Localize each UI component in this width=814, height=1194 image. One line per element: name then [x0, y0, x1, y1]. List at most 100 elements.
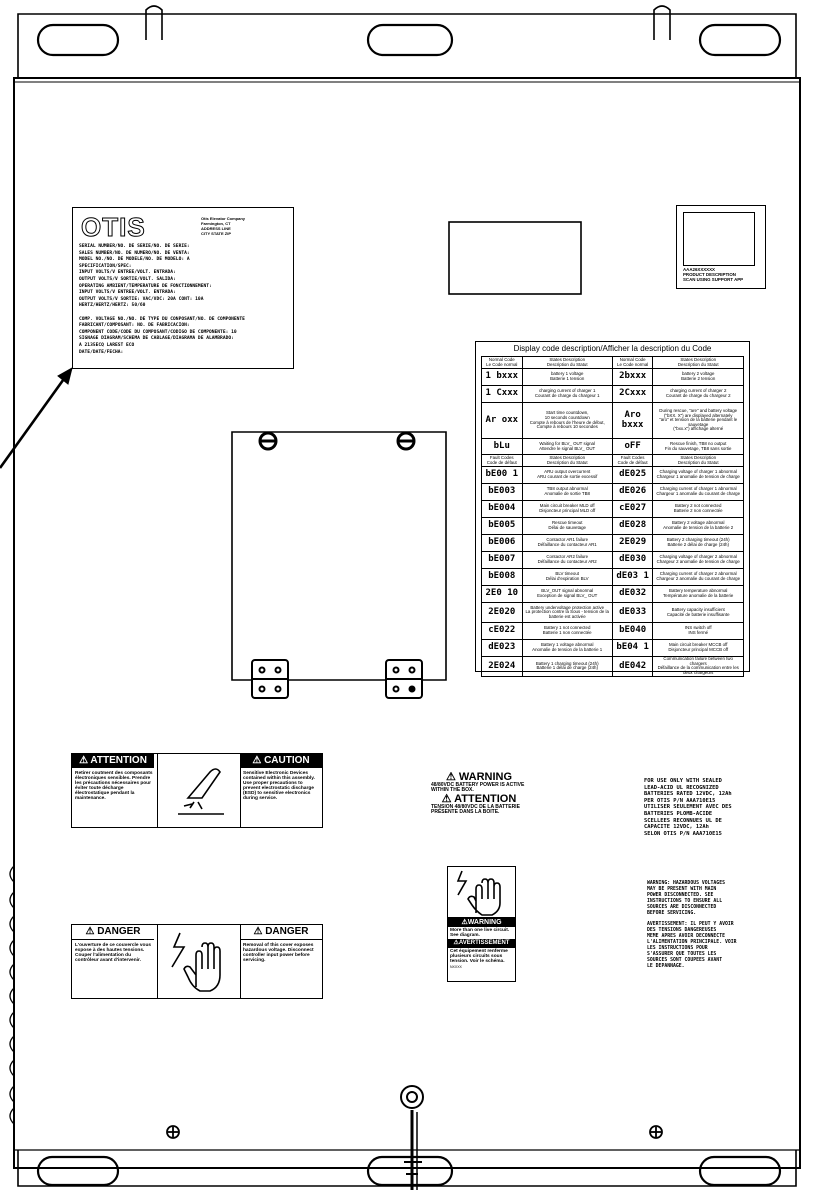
otis-logo: OTIS	[81, 212, 146, 243]
nameplate-field: COMP. VOLTAGE NO./NO. DE TYPE DU CONPOSA…	[79, 316, 245, 322]
hazard-line: WARNING: HAZARDOUS VOLTAGES	[647, 881, 725, 886]
nameplate-field: INPUT VOLTS/V ENTREE/VOLT. ENTRADA:	[79, 290, 176, 296]
display-code: 1 Cxxx	[481, 385, 523, 403]
attention-text: Retirer coutment des composants électron…	[75, 771, 153, 802]
display-code: dE025	[611, 466, 654, 484]
nameplate-field: SALES NUMBER/NO. DE NUMERO/NO. DE VENTA:	[79, 250, 190, 256]
nameplate-field: SPECIFICATION/SPEC:	[79, 263, 132, 269]
danger-header-right: ⚠ DANGER	[240, 925, 322, 940]
hazard-line: INSTRUCTIONS TO ENSURE ALL	[647, 898, 723, 904]
hazard-line: AVERTISSEMENT: IL PEUT Y AVOIR	[647, 922, 734, 928]
battery-spec-line: UTILISER SEULEMENT AVEC DES	[644, 804, 732, 811]
code-table-title: Display code description/Afficher la des…	[513, 344, 712, 353]
nameplate-field: INPUT VOLTS/V ENTREE/VOLT. ENTRADA:	[79, 270, 176, 276]
hand-warning-text: More than one live circuit. See diagram.	[450, 928, 510, 939]
battery-spec-line: BATTERIES PLOMB-ACIDE	[644, 810, 713, 817]
display-code: dE030	[611, 551, 654, 569]
nameplate-field: OPERATING AMBIENT/TEMPERATURE DE FONCTIO…	[79, 283, 212, 289]
code-description: During rescue, "are" and battery voltage…	[652, 402, 744, 439]
display-code: bE008	[481, 568, 523, 586]
code-description: Communication failure between two charge…	[652, 656, 744, 677]
qr-caption-line: AAA26XXXXXX	[683, 267, 715, 272]
warning-title: ⚠ WARNING	[445, 772, 513, 783]
top-left-slot	[36, 23, 120, 57]
leader-arrow	[0, 366, 73, 469]
danger-label: ⚠ DANGER L'ouverture de ce couvercle vou…	[71, 924, 323, 999]
display-code: oFF	[611, 438, 654, 455]
display-code: 2E0 10	[481, 585, 523, 603]
nameplate-field: FABRICANT/COMPOSANT: NO. DE FABRICACION:	[79, 323, 190, 329]
display-code: bE006	[481, 534, 523, 552]
danger-text-left: L'ouverture de ce couvercle vous expose …	[75, 943, 152, 964]
display-code: cE027	[611, 500, 654, 518]
battery-spec-line: LEAD-ACID UL RECOGNIZED	[644, 784, 719, 791]
battery-spec-line: CAPACITE 12VDC, 12Ah	[644, 824, 709, 831]
warning-title-fr: ⚠ ATTENTION	[441, 792, 517, 805]
hand-warning-text-fr: Cet équipement renferme plusieurs circui…	[450, 949, 508, 965]
display-code: dE032	[611, 585, 654, 603]
code-description: Battery 1 charging timeout (24h)Batterie…	[521, 656, 613, 677]
hazard-line: LES INSTRUCTIONS POUR	[647, 945, 708, 951]
battery-spec-line: SELON OTIS P/N AAA710E15	[644, 830, 722, 837]
danger-text-right: Removal of this cover exposes hazardous …	[243, 943, 314, 964]
qr-code-box	[683, 212, 755, 266]
display-code: bE00 1	[481, 466, 523, 484]
qr-caption-line: PRODUCT DESCRIPTION	[683, 272, 736, 278]
cover-screws	[258, 431, 416, 451]
nameplate-field: DATE/DATE/FECHA:	[79, 349, 124, 355]
ground-stud	[400, 1085, 424, 1190]
display-code: cE022	[481, 622, 523, 640]
hazard-line: POWER DISCONNECTED. SEE	[647, 892, 714, 898]
display-code: dE033	[611, 602, 654, 623]
display-code: 2E020	[481, 602, 523, 623]
nameplate-field: MODEL NO./NO. DE MODELE/NO. DE MODELO: A	[79, 257, 190, 263]
hinges	[251, 659, 423, 699]
otis-info-line: ADDRESS LINE	[201, 226, 231, 231]
top-right-hanger	[653, 5, 671, 40]
display-code: 1 bxxx	[481, 368, 523, 386]
danger-header-left: ⚠ DANGER	[72, 925, 154, 940]
top-left-hanger	[145, 5, 163, 40]
hand-warning-title-fr: ⚠AVERTISSEMENT	[448, 939, 515, 949]
nameplate-field: HERTZ/HERTZ/HERTZ: 50/60	[79, 303, 146, 309]
hazard-line: DES TENSIONS DANGEREUSES	[647, 928, 717, 934]
warning-text: 48/80VDC BATTERY POWER IS ACTIVE WITHIN …	[431, 782, 525, 794]
bottom-center-slot	[366, 1155, 454, 1187]
